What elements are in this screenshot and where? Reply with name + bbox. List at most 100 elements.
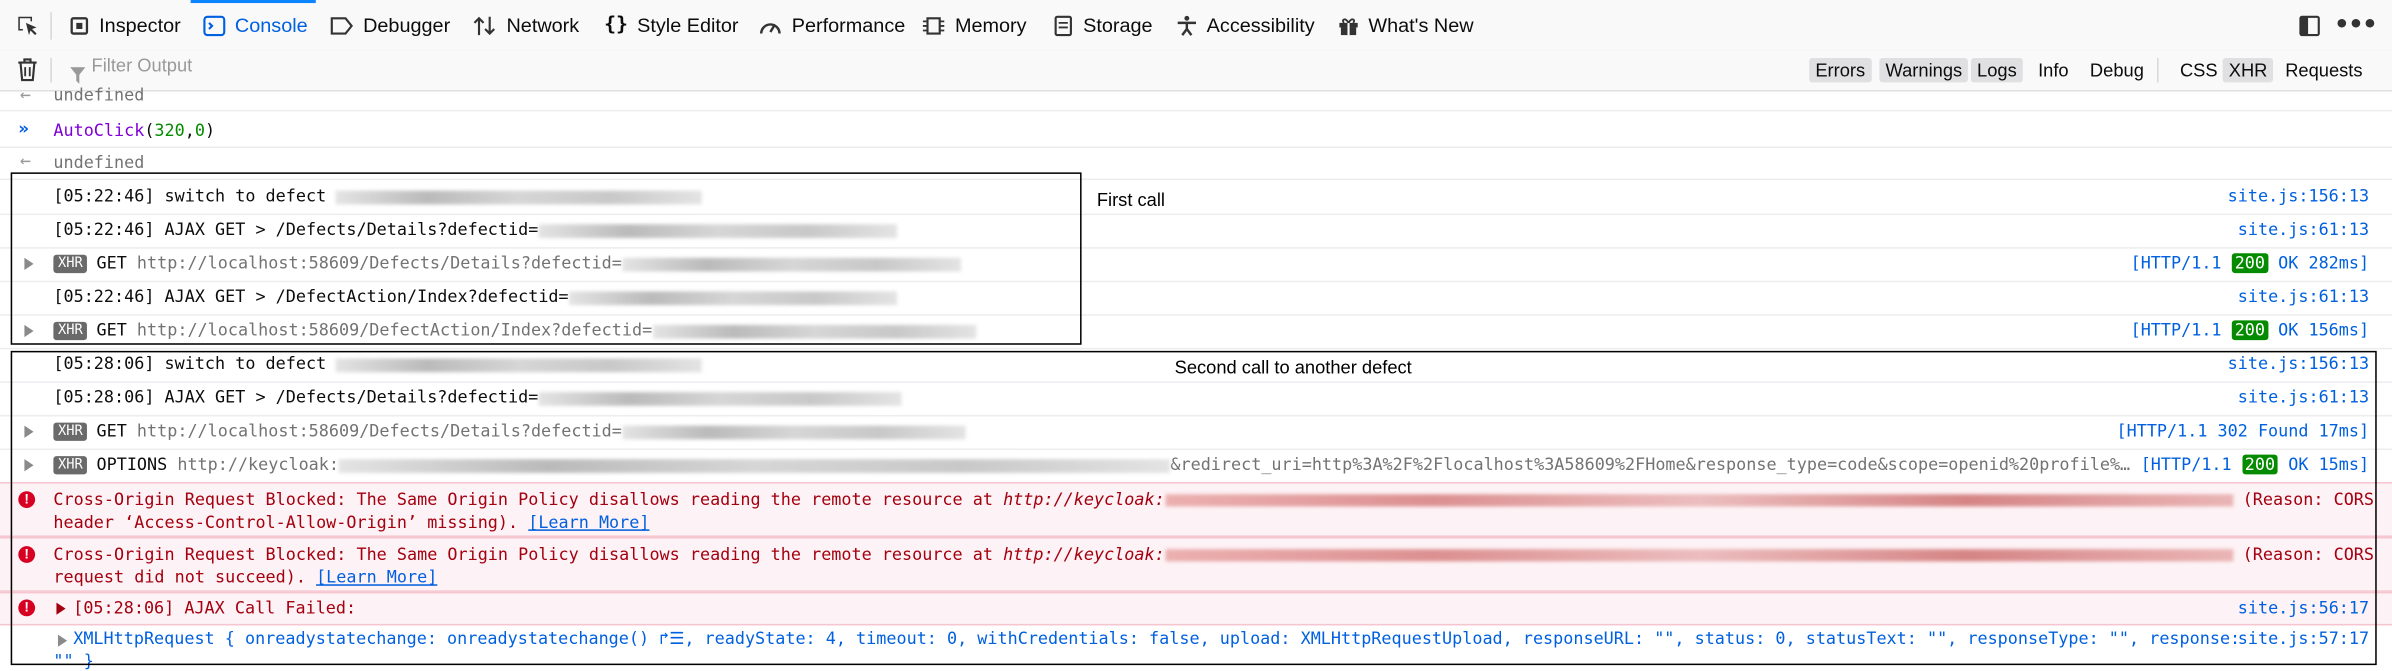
tab-inspector[interactable]: Inspector [69, 0, 181, 50]
expand-triangle-icon[interactable] [24, 324, 34, 338]
chip-icon [922, 16, 945, 34]
tab-label: What's New [1368, 13, 1474, 37]
tab-label: Memory [954, 13, 1027, 37]
tab-storage[interactable]: Storage [1053, 0, 1153, 50]
expand-triangle-icon[interactable] [24, 425, 34, 438]
filter-info-button[interactable]: Info [2038, 59, 2069, 81]
tab-whats-new[interactable]: What's New [1338, 0, 1474, 50]
tab-label: Performance [791, 13, 906, 37]
error-icon: ! [18, 491, 36, 508]
log-row: [05:28:06] switch to defect site.js:156:… [0, 348, 2392, 383]
error-row: ! [05:28:06] AJAX Call Failed: site.js:5… [0, 591, 2392, 626]
error-message: [05:28:06] AJAX Call Failed: [73, 597, 357, 618]
filter-errors-button[interactable]: Errors [1809, 57, 1872, 83]
expand-triangle-icon[interactable] [24, 459, 34, 472]
redacted-id [538, 391, 902, 406]
toolbar-separator [50, 12, 52, 40]
error-row: ! Cross-Origin Request Blocked: The Same… [0, 536, 2392, 592]
input-command: AutoClick(320,0) [53, 120, 216, 141]
filter-css-button[interactable]: CSS [2179, 59, 2218, 81]
redacted-id [621, 424, 966, 439]
tab-label: Style Editor [637, 13, 739, 37]
prompt-icon: » [18, 118, 30, 139]
error-message: Cross-Origin Request Blocked: The Same O… [53, 489, 2375, 533]
tab-console[interactable]: Console [203, 0, 308, 50]
console-input-row[interactable]: » AutoClick(320,0) [0, 114, 2392, 148]
source-link[interactable]: site.js:61:13 [2237, 387, 2370, 408]
debugger-icon [330, 16, 353, 34]
tab-label: Inspector [99, 13, 181, 37]
xhr-status: [HTTP/1.1 200 OK 15ms] [2140, 454, 2370, 475]
second-call-annotation-box [10, 350, 2377, 666]
log-message: [05:28:06] AJAX GET > /Defects/Details?d… [53, 387, 902, 407]
filter-output-input[interactable]: Filter Output [91, 54, 193, 77]
source-link[interactable]: site.js:156:13 [2227, 353, 2370, 374]
xhr-status: [HTTP/1.1 200 OK 282ms] [2130, 253, 2370, 274]
error-icon: ! [18, 599, 36, 617]
source-link[interactable]: site.js:57:17 [2237, 628, 2370, 649]
accessibility-icon [1177, 15, 1196, 36]
result-arrow-icon: ← [19, 149, 31, 171]
toolbar-separator [2157, 57, 2159, 83]
filter-xhr-button[interactable]: XHR [2222, 57, 2274, 83]
source-link[interactable]: site.js:156:13 [2227, 186, 2370, 206]
object-row[interactable]: XMLHttpRequest { onreadystatechange: onr… [0, 624, 2392, 671]
expand-triangle-icon[interactable] [24, 257, 34, 271]
tab-label: Network [506, 13, 580, 37]
filter-requests-button[interactable]: Requests [2285, 59, 2363, 81]
tab-label: Console [234, 13, 308, 37]
element-picker-icon[interactable] [15, 14, 39, 45]
gauge-icon [760, 22, 781, 33]
xhr-badge: XHR [53, 422, 88, 441]
filter-debug-button[interactable]: Debug [2089, 59, 2144, 81]
xhr-badge: XHR [53, 456, 88, 475]
log-row: [05:22:46] AJAX GET > /DefectAction/Inde… [0, 281, 2392, 316]
learn-more-link[interactable]: [Learn More] [528, 512, 650, 533]
error-message: Cross-Origin Request Blocked: The Same O… [53, 544, 2375, 588]
redacted-id [621, 257, 961, 271]
learn-more-link[interactable]: [Learn More] [316, 567, 438, 588]
filter-logs-button[interactable]: Logs [1970, 57, 2023, 83]
devtools-toolbar: Inspector Console Debugger Network {} St… [0, 0, 2392, 52]
error-icon: ! [18, 546, 36, 563]
xhr-badge: XHR [53, 321, 88, 341]
error-row: ! Cross-Origin Request Blocked: The Same… [0, 482, 2392, 537]
log-row: [05:28:06] AJAX GET > /Defects/Details?d… [0, 381, 2392, 417]
toolbar-separator [50, 57, 52, 83]
tab-network[interactable]: Network [473, 0, 579, 50]
trash-icon[interactable] [17, 58, 38, 89]
source-link[interactable]: site.js:61:13 [2237, 286, 2370, 307]
redacted-url [338, 458, 1171, 473]
tab-label: Accessibility [1206, 13, 1315, 37]
expand-triangle-icon[interactable] [56, 602, 66, 615]
xhr-badge: XHR [53, 254, 88, 274]
dock-layout-icon[interactable] [2297, 14, 2321, 45]
log-message: [05:22:46] AJAX GET > /DefectAction/Inde… [53, 287, 897, 307]
tab-accessibility[interactable]: Accessibility [1176, 0, 1315, 50]
source-link[interactable]: site.js:61:13 [2237, 219, 2370, 240]
log-message: [05:28:06] switch to defect [53, 354, 703, 374]
tab-style-editor[interactable]: {} Style Editor [604, 0, 738, 50]
tab-debugger[interactable]: Debugger [330, 0, 450, 50]
log-row: [05:22:46] AJAX GET > /Defects/Details?d… [0, 214, 2392, 249]
tab-label: Storage [1083, 13, 1153, 37]
tab-memory[interactable]: Memory [921, 0, 1027, 50]
first-call-annotation-box [10, 172, 1082, 345]
filter-warnings-button[interactable]: Warnings [1879, 57, 1969, 83]
source-link[interactable]: site.js:56:17 [2237, 597, 2370, 618]
gift-icon [1339, 17, 1358, 35]
expand-triangle-icon[interactable] [57, 634, 68, 647]
tab-performance[interactable]: Performance [758, 0, 905, 50]
log-row: [05:22:46] switch to defect site.js:156:… [0, 180, 2392, 216]
result-value: undefined [53, 85, 145, 106]
storage-icon [1054, 14, 1072, 36]
console-result-row: ← undefined [0, 148, 2392, 181]
more-options-icon[interactable]: ••• [2334, 9, 2378, 39]
